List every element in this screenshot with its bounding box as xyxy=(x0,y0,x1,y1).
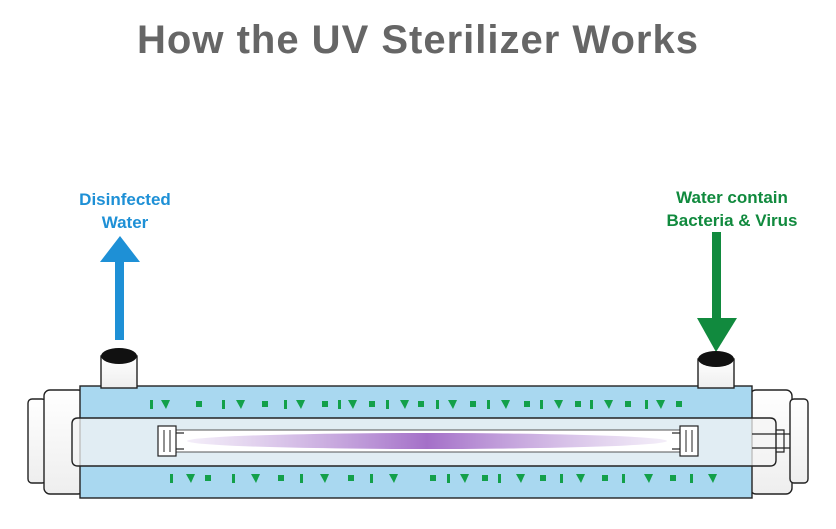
bacteria-mark xyxy=(186,474,195,483)
bacteria-mark xyxy=(150,400,153,409)
bacteria-mark xyxy=(656,400,665,409)
bacteria-mark xyxy=(300,474,303,483)
bacteria-mark xyxy=(369,401,375,407)
bacteria-mark xyxy=(430,475,436,481)
bacteria-mark xyxy=(644,474,653,483)
bacteria-mark xyxy=(448,400,457,409)
bacteria-mark xyxy=(540,475,546,481)
page-title: How the UV Sterilizer Works xyxy=(137,18,699,62)
bacteria-mark xyxy=(676,401,682,407)
outlet-label-line1: Disinfected xyxy=(79,190,171,209)
bacteria-mark xyxy=(320,474,329,483)
connector-pins xyxy=(752,429,790,453)
uv-light-glow xyxy=(187,433,667,449)
bacteria-mark xyxy=(560,474,563,483)
arrow-down-icon xyxy=(697,232,737,352)
outlet-label-line2: Water xyxy=(101,213,149,232)
bacteria-mark xyxy=(540,400,543,409)
bacteria-mark xyxy=(284,400,287,409)
bacteria-mark xyxy=(222,400,225,409)
bacteria-mark xyxy=(708,474,717,483)
bacteria-mark xyxy=(251,474,260,483)
bacteria-group xyxy=(150,400,717,483)
bacteria-mark xyxy=(645,400,648,409)
inlet-label-line2: Bacteria & Virus xyxy=(666,211,798,230)
bacteria-mark xyxy=(501,400,510,409)
bacteria-mark xyxy=(524,401,530,407)
arrow-up-icon xyxy=(100,236,140,340)
bacteria-mark xyxy=(554,400,563,409)
lamp-end-left xyxy=(157,425,184,457)
bacteria-mark xyxy=(348,400,357,409)
bacteria-mark xyxy=(470,401,476,407)
bacteria-mark xyxy=(436,400,439,409)
bacteria-mark xyxy=(460,474,469,483)
bacteria-mark xyxy=(516,474,525,483)
bacteria-mark xyxy=(236,400,245,409)
bacteria-mark xyxy=(386,400,389,409)
bacteria-mark xyxy=(670,475,676,481)
bacteria-mark xyxy=(418,401,424,407)
bacteria-mark xyxy=(262,401,268,407)
bacteria-mark xyxy=(400,400,409,409)
outlet-pipe xyxy=(100,348,138,389)
bacteria-mark xyxy=(370,474,373,483)
bacteria-mark xyxy=(161,400,170,409)
bacteria-mark xyxy=(625,401,631,407)
bacteria-mark xyxy=(575,401,581,407)
bacteria-mark xyxy=(690,474,693,483)
bacteria-mark xyxy=(278,475,284,481)
bacteria-mark xyxy=(296,400,305,409)
bacteria-mark xyxy=(389,474,398,483)
bacteria-mark xyxy=(348,475,354,481)
lamp-end-right xyxy=(672,425,699,457)
bacteria-mark xyxy=(487,400,490,409)
bacteria-mark xyxy=(604,400,613,409)
bacteria-mark xyxy=(322,401,328,407)
bacteria-mark xyxy=(482,475,488,481)
bacteria-mark xyxy=(498,474,501,483)
outlet-label: Disinfected Water xyxy=(50,188,200,234)
bacteria-mark xyxy=(622,474,625,483)
bacteria-mark xyxy=(447,474,450,483)
inlet-pipe xyxy=(697,351,735,389)
bacteria-mark xyxy=(602,475,608,481)
bacteria-mark xyxy=(576,474,585,483)
left-end-cap xyxy=(27,389,85,495)
bacteria-mark xyxy=(232,474,235,483)
bacteria-mark xyxy=(338,400,341,409)
inlet-label: Water contain Bacteria & Virus xyxy=(632,186,832,232)
bacteria-mark xyxy=(205,475,211,481)
bacteria-mark xyxy=(590,400,593,409)
bacteria-mark xyxy=(170,474,173,483)
bacteria-mark xyxy=(196,401,202,407)
inlet-label-line1: Water contain xyxy=(676,188,788,207)
